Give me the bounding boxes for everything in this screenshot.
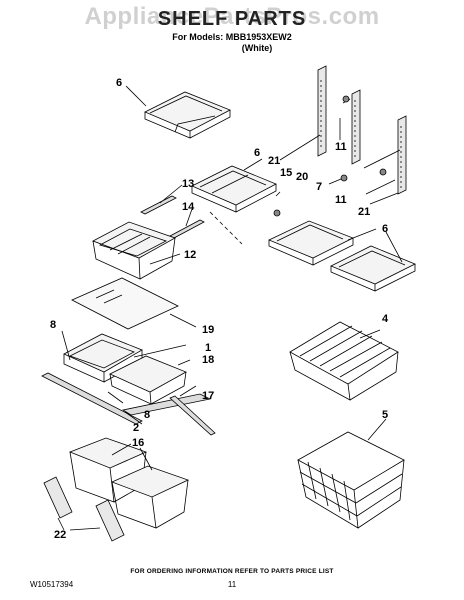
callout-5: 5	[382, 409, 388, 421]
callout-2: 2	[133, 422, 139, 434]
ordering-note: FOR ORDERING INFORMATION REFER TO PARTS …	[130, 568, 334, 575]
callout-labels: 6 21 11 20 7 11 21 6 15 13 14 12 6 19 8 …	[50, 77, 389, 541]
screw-parts	[273, 95, 387, 217]
crisper-bins-part-16	[68, 437, 190, 529]
color-line: (White)	[241, 43, 273, 53]
callout-4: 4	[382, 313, 389, 325]
page-title: SHELF PARTS	[157, 8, 307, 30]
callout-6-top-left: 6	[116, 77, 122, 89]
crisper-assembly-12-13-14	[92, 184, 243, 280]
bin-handles-part-22	[43, 476, 125, 542]
callout-6-center: 6	[254, 147, 260, 159]
shelf-part-6-right	[268, 220, 416, 292]
callout-21-right: 21	[358, 206, 370, 218]
callout-17: 17	[202, 390, 214, 402]
callout-11-lower: 11	[335, 194, 347, 206]
model-info: For Models: MBB1953XEW2 (White)	[0, 32, 464, 54]
callout-13: 13	[182, 178, 194, 190]
wire-basket-part-5	[297, 418, 405, 529]
callout-20: 20	[296, 171, 308, 183]
glass-shelf-part-19	[71, 277, 197, 330]
callout-19: 19	[202, 324, 214, 336]
models-line: For Models: MBB1953XEW2	[172, 32, 292, 42]
callout-16: 16	[132, 437, 144, 449]
callout-14: 14	[182, 201, 195, 213]
callout-15: 15	[280, 167, 292, 179]
callout-12: 12	[184, 249, 196, 261]
page-number: 11	[227, 580, 237, 589]
watermark: AppliancePartsPros.com	[84, 3, 380, 30]
callout-7: 7	[316, 181, 322, 193]
callout-6-right: 6	[382, 223, 388, 235]
deli-drawer-assembly	[41, 330, 216, 436]
callout-18: 18	[202, 354, 214, 366]
callout-1: 1	[205, 342, 211, 354]
shelf-part-6-center	[191, 158, 281, 213]
callout-11-upper: 11	[335, 141, 347, 153]
callout-8-upper: 8	[50, 319, 56, 331]
callout-22: 22	[54, 529, 66, 541]
shelf-rail-part-21	[279, 65, 407, 205]
shelf-part-6-upper-left	[125, 85, 231, 139]
document-number: W10517394	[30, 580, 74, 589]
wire-shelf-part-4	[289, 321, 399, 401]
callout-8-lower: 8	[144, 409, 150, 421]
callout-21-left: 21	[268, 155, 280, 167]
